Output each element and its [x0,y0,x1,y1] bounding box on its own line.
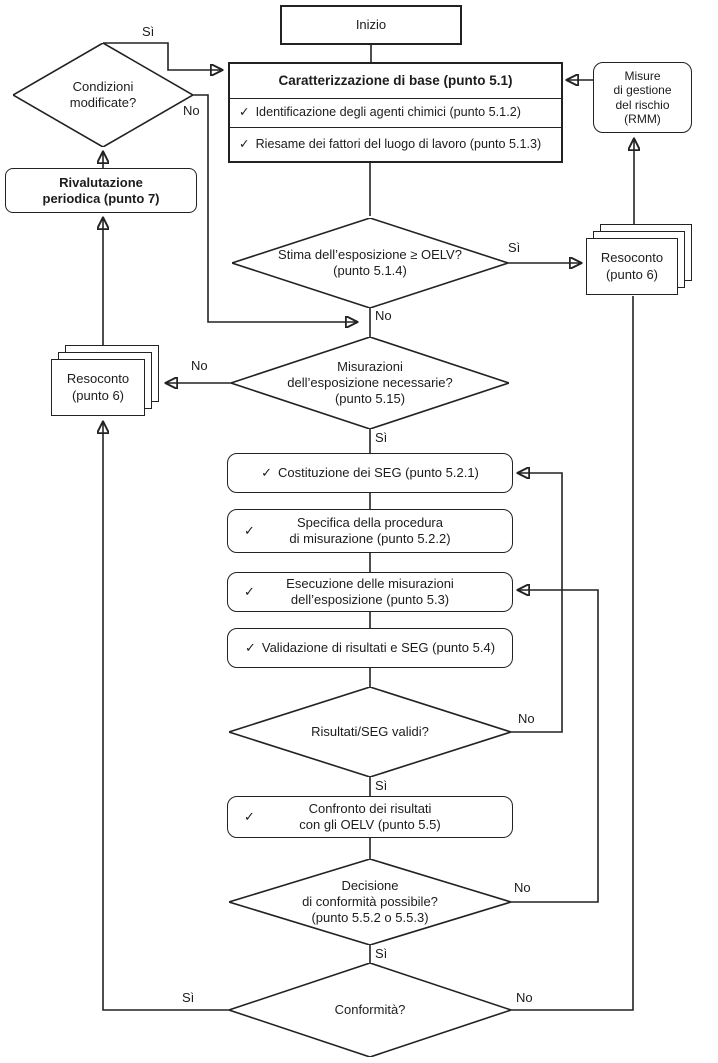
label-condizioni-no: No [183,103,200,118]
edge-conformita-si-resoconto-sinistra [103,423,229,1011]
label-decisione-si: Sì [375,946,388,961]
check-icon: ✓ [244,809,255,825]
diamond-shape [13,43,193,147]
label-misurazioni-si: Sì [375,430,388,445]
node-stima-esposizione: Stima dell’esposizione ≥ OELV? (punto 5.… [232,218,508,308]
edge-condizioni-si-caratterizzazione [103,42,221,70]
check-icon: ✓ [239,105,250,120]
node-risultati-validi: Risultati/SEG validi? [229,687,511,777]
caratterizzazione-item-2: ✓ Riesame dei fattori del luogo di lavor… [230,128,561,161]
node-confronto-label: Confronto dei risultati con gli OELV (pu… [299,801,441,832]
label-risultati-si: Sì [375,778,388,793]
node-rivalutazione-label: Rivalutazione periodica (punto 7) [42,174,160,206]
check-icon: ✓ [244,523,255,539]
node-resoconto-sinistra: Resoconto (punto 6) [51,345,161,417]
node-specifica-label: Specifica della procedura di misurazione… [289,515,451,546]
edge-decisione-no-esecuzione [511,590,599,903]
node-decisione-conformita: Decisione di conformità possibile? (punt… [229,859,511,945]
node-validazione-label: Validazione di risultati e SEG (punto 5.… [261,640,496,656]
label-condizioni-si: Sì [142,24,155,39]
node-misurazioni-label: Misurazioni dell’esposizione necessarie?… [287,359,453,406]
caratterizzazione-item-1: ✓ Identificazione degli agenti chimici (… [230,99,561,128]
caratterizzazione-title: Caratterizzazione di base (punto 5.1) [230,64,561,100]
node-esecuzione-misurazioni: ✓ Esecuzione delle misurazioni dell’espo… [227,572,513,612]
diamond-shape [231,337,509,429]
node-validazione: ✓ Validazione di risultati e SEG (punto … [227,628,513,668]
node-stima-label: Stima dell’esposizione ≥ OELV? (punto 5.… [278,247,462,278]
caratterizzazione-item-2-label: Riesame dei fattori del luogo di lavoro … [255,136,542,151]
check-icon: ✓ [261,465,272,481]
edge-risultati-no-costituzione [511,473,563,733]
label-misurazioni-no: No [191,358,208,373]
node-rmm: Misure di gestione del rischio (RMM) [593,62,692,133]
check-icon: ✓ [244,640,256,656]
label-conformita-si: Sì [182,990,195,1005]
node-conformita-label: Conformità? [334,1002,406,1018]
label-stima-si: Sì [508,240,521,255]
node-risultati-label: Risultati/SEG validi? [311,724,429,740]
node-rivalutazione: Rivalutazione periodica (punto 7) [5,168,197,213]
node-resoconto-destra: Resoconto (punto 6) [586,224,694,296]
node-misurazioni-necessarie: Misurazioni dell’esposizione necessarie?… [231,337,509,429]
node-specifica-procedura: ✓ Specifica della procedura di misurazio… [227,509,513,553]
label-decisione-no: No [514,880,531,895]
check-icon: ✓ [244,584,255,600]
node-costituzione-seg: ✓ Costituzione dei SEG (punto 5.2.1) [227,453,513,493]
node-inizio: Inizio [280,5,462,45]
node-esecuzione-label: Esecuzione delle misurazioni dell’esposi… [286,576,454,607]
node-decisione-label: Decisione di conformità possibile? (punt… [302,878,438,925]
label-stima-no: No [375,308,392,323]
check-icon: ✓ [239,136,250,151]
node-caratterizzazione: Caratterizzazione di base (punto 5.1) ✓ … [228,62,563,163]
node-inizio-label: Inizio [355,17,387,33]
node-costituzione-label: Costituzione dei SEG (punto 5.2.1) [278,465,479,481]
diamond-shape [229,963,511,1057]
caratterizzazione-item-1-label: Identificazione degli agenti chimici (pu… [255,105,521,120]
node-resoconto-sinistra-label: Resoconto (punto 6) [51,359,145,416]
node-resoconto-destra-label: Resoconto (punto 6) [586,238,678,295]
node-condizioni-modificate: Condizioni modificate? [13,43,193,147]
node-rmm-label: Misure di gestione del rischio (RMM) [613,69,672,126]
diamond-shape [232,218,508,308]
diamond-shape [229,859,511,945]
node-conformita: Conformità? [229,963,511,1057]
edge-conformita-no-resoconto-destra [511,296,634,1011]
diamond-shape [229,687,511,777]
node-condizioni-label: Condizioni modificate? [69,79,137,110]
node-confronto-oelv: ✓ Confronto dei risultati con gli OELV (… [227,796,513,838]
edge-condizioni-no-join [193,94,356,322]
label-conformita-no: No [516,990,533,1005]
label-risultati-no: No [518,711,535,726]
